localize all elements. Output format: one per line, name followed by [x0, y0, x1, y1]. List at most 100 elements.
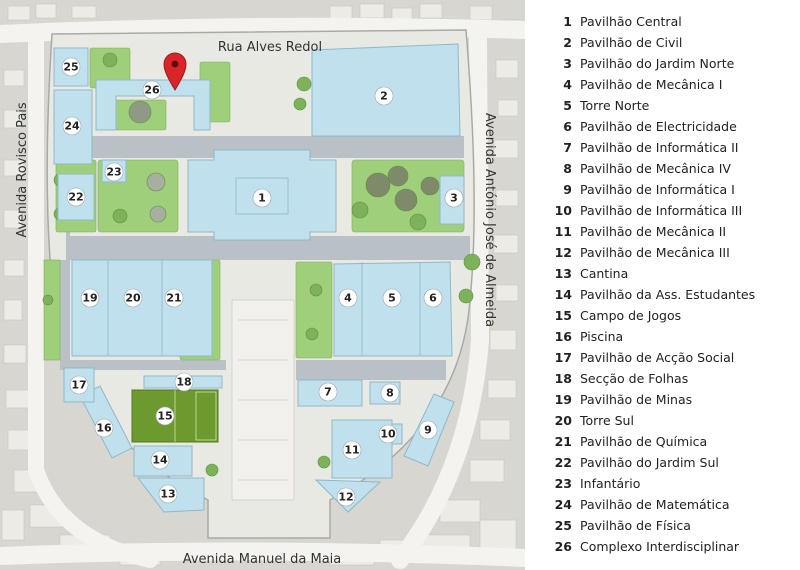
badge-number: 25	[63, 61, 78, 74]
building-badge-1[interactable]: 1	[252, 188, 272, 208]
legend-number: 15	[554, 308, 572, 323]
badge-number: 26	[144, 84, 160, 97]
building-badge-26[interactable]: 26	[142, 80, 162, 100]
legend-item[interactable]: 6 Pavilhão de Electricidade	[548, 119, 798, 140]
legend-building-name: Torre Norte	[580, 98, 650, 113]
legend-number: 11	[554, 224, 572, 239]
building-badge-13[interactable]: 13	[158, 484, 178, 504]
legend-number: 13	[554, 266, 572, 281]
legend-item[interactable]: 16 Piscina	[548, 329, 798, 350]
building-badge-7[interactable]: 7	[318, 382, 338, 402]
legend-building-name: Pavilhão de Electricidade	[580, 119, 737, 134]
building-badge-11[interactable]: 11	[342, 440, 362, 460]
building-badge-6[interactable]: 6	[423, 288, 443, 308]
badge-number: 16	[96, 422, 112, 435]
legend-building-name: Pavilhão de Informática II	[580, 140, 739, 155]
legend-number: 17	[554, 350, 572, 365]
badge-number: 3	[450, 192, 458, 205]
badge-number: 22	[68, 191, 83, 204]
building-badge-10[interactable]: 10	[378, 424, 398, 444]
legend-building-name: Pavilhão de Acção Social	[580, 350, 735, 365]
legend-number: 14	[554, 287, 572, 302]
field-lines	[174, 390, 217, 442]
building-badge-18[interactable]: 18	[174, 372, 194, 392]
badge-circle	[423, 288, 443, 308]
badge-circle	[378, 424, 398, 444]
badge-circle	[150, 450, 170, 470]
street-label-north: Rua Alves Redol	[218, 40, 322, 55]
badge-number: 12	[338, 491, 353, 504]
badge-circle	[94, 418, 114, 438]
badge-circle	[158, 484, 178, 504]
legend-item[interactable]: 17 Pavilhão de Acção Social	[548, 350, 798, 371]
legend-number: 25	[554, 518, 572, 533]
legend-building-name: Piscina	[580, 329, 624, 344]
legend-number: 16	[554, 329, 572, 344]
legend-building-name: Pavilhão do Jardim Sul	[580, 455, 719, 470]
badge-number: 9	[424, 424, 432, 437]
building-badge-22[interactable]: 22	[66, 187, 86, 207]
badge-circle	[69, 375, 89, 395]
badge-circle	[444, 188, 464, 208]
building-badge-3[interactable]: 3	[444, 188, 464, 208]
building-badge-25[interactable]: 25	[61, 57, 81, 77]
legend-item[interactable]: 5 Torre Norte	[548, 98, 798, 119]
legend-number: 6	[563, 119, 572, 134]
building-badge-9[interactable]: 9	[418, 420, 438, 440]
map-pin-icon[interactable]	[163, 52, 187, 91]
building-badge-2[interactable]: 2	[374, 86, 394, 106]
badge-circle	[338, 288, 358, 308]
building-badge-16[interactable]: 16	[94, 418, 114, 438]
badge-circle	[252, 188, 272, 208]
building-badge-12[interactable]: 12	[336, 487, 356, 507]
badge-number: 2	[380, 90, 388, 103]
badge-number: 8	[386, 387, 394, 400]
building-badge-19[interactable]: 19	[80, 288, 100, 308]
legend-number: 8	[563, 161, 572, 176]
legend-building-name: Pavilhão de Química	[580, 434, 708, 449]
street-label-south: Avenida Manuel da Maia	[183, 552, 342, 567]
legend-building-name: Pavilhão de Civil	[580, 35, 683, 50]
building-badge-24[interactable]: 24	[62, 116, 82, 136]
building-shape-25	[53, 47, 89, 87]
building-badge-8[interactable]: 8	[380, 383, 400, 403]
building-badge-21[interactable]: 21	[164, 288, 184, 308]
badge-circle	[174, 372, 194, 392]
building-badge-15[interactable]: 15	[155, 406, 175, 426]
building-badge-17[interactable]: 17	[69, 375, 89, 395]
badge-circle	[164, 288, 184, 308]
legend-number: 5	[563, 98, 572, 113]
building-badge-5[interactable]: 5	[382, 288, 402, 308]
badge-number: 17	[71, 379, 86, 392]
building-badge-20[interactable]: 20	[123, 288, 143, 308]
building-badge-23[interactable]: 23	[104, 162, 124, 182]
badge-number: 14	[152, 454, 168, 467]
building-badge-14[interactable]: 14	[150, 450, 170, 470]
building-badge-4[interactable]: 4	[338, 288, 358, 308]
legend-number: 3	[563, 56, 572, 71]
